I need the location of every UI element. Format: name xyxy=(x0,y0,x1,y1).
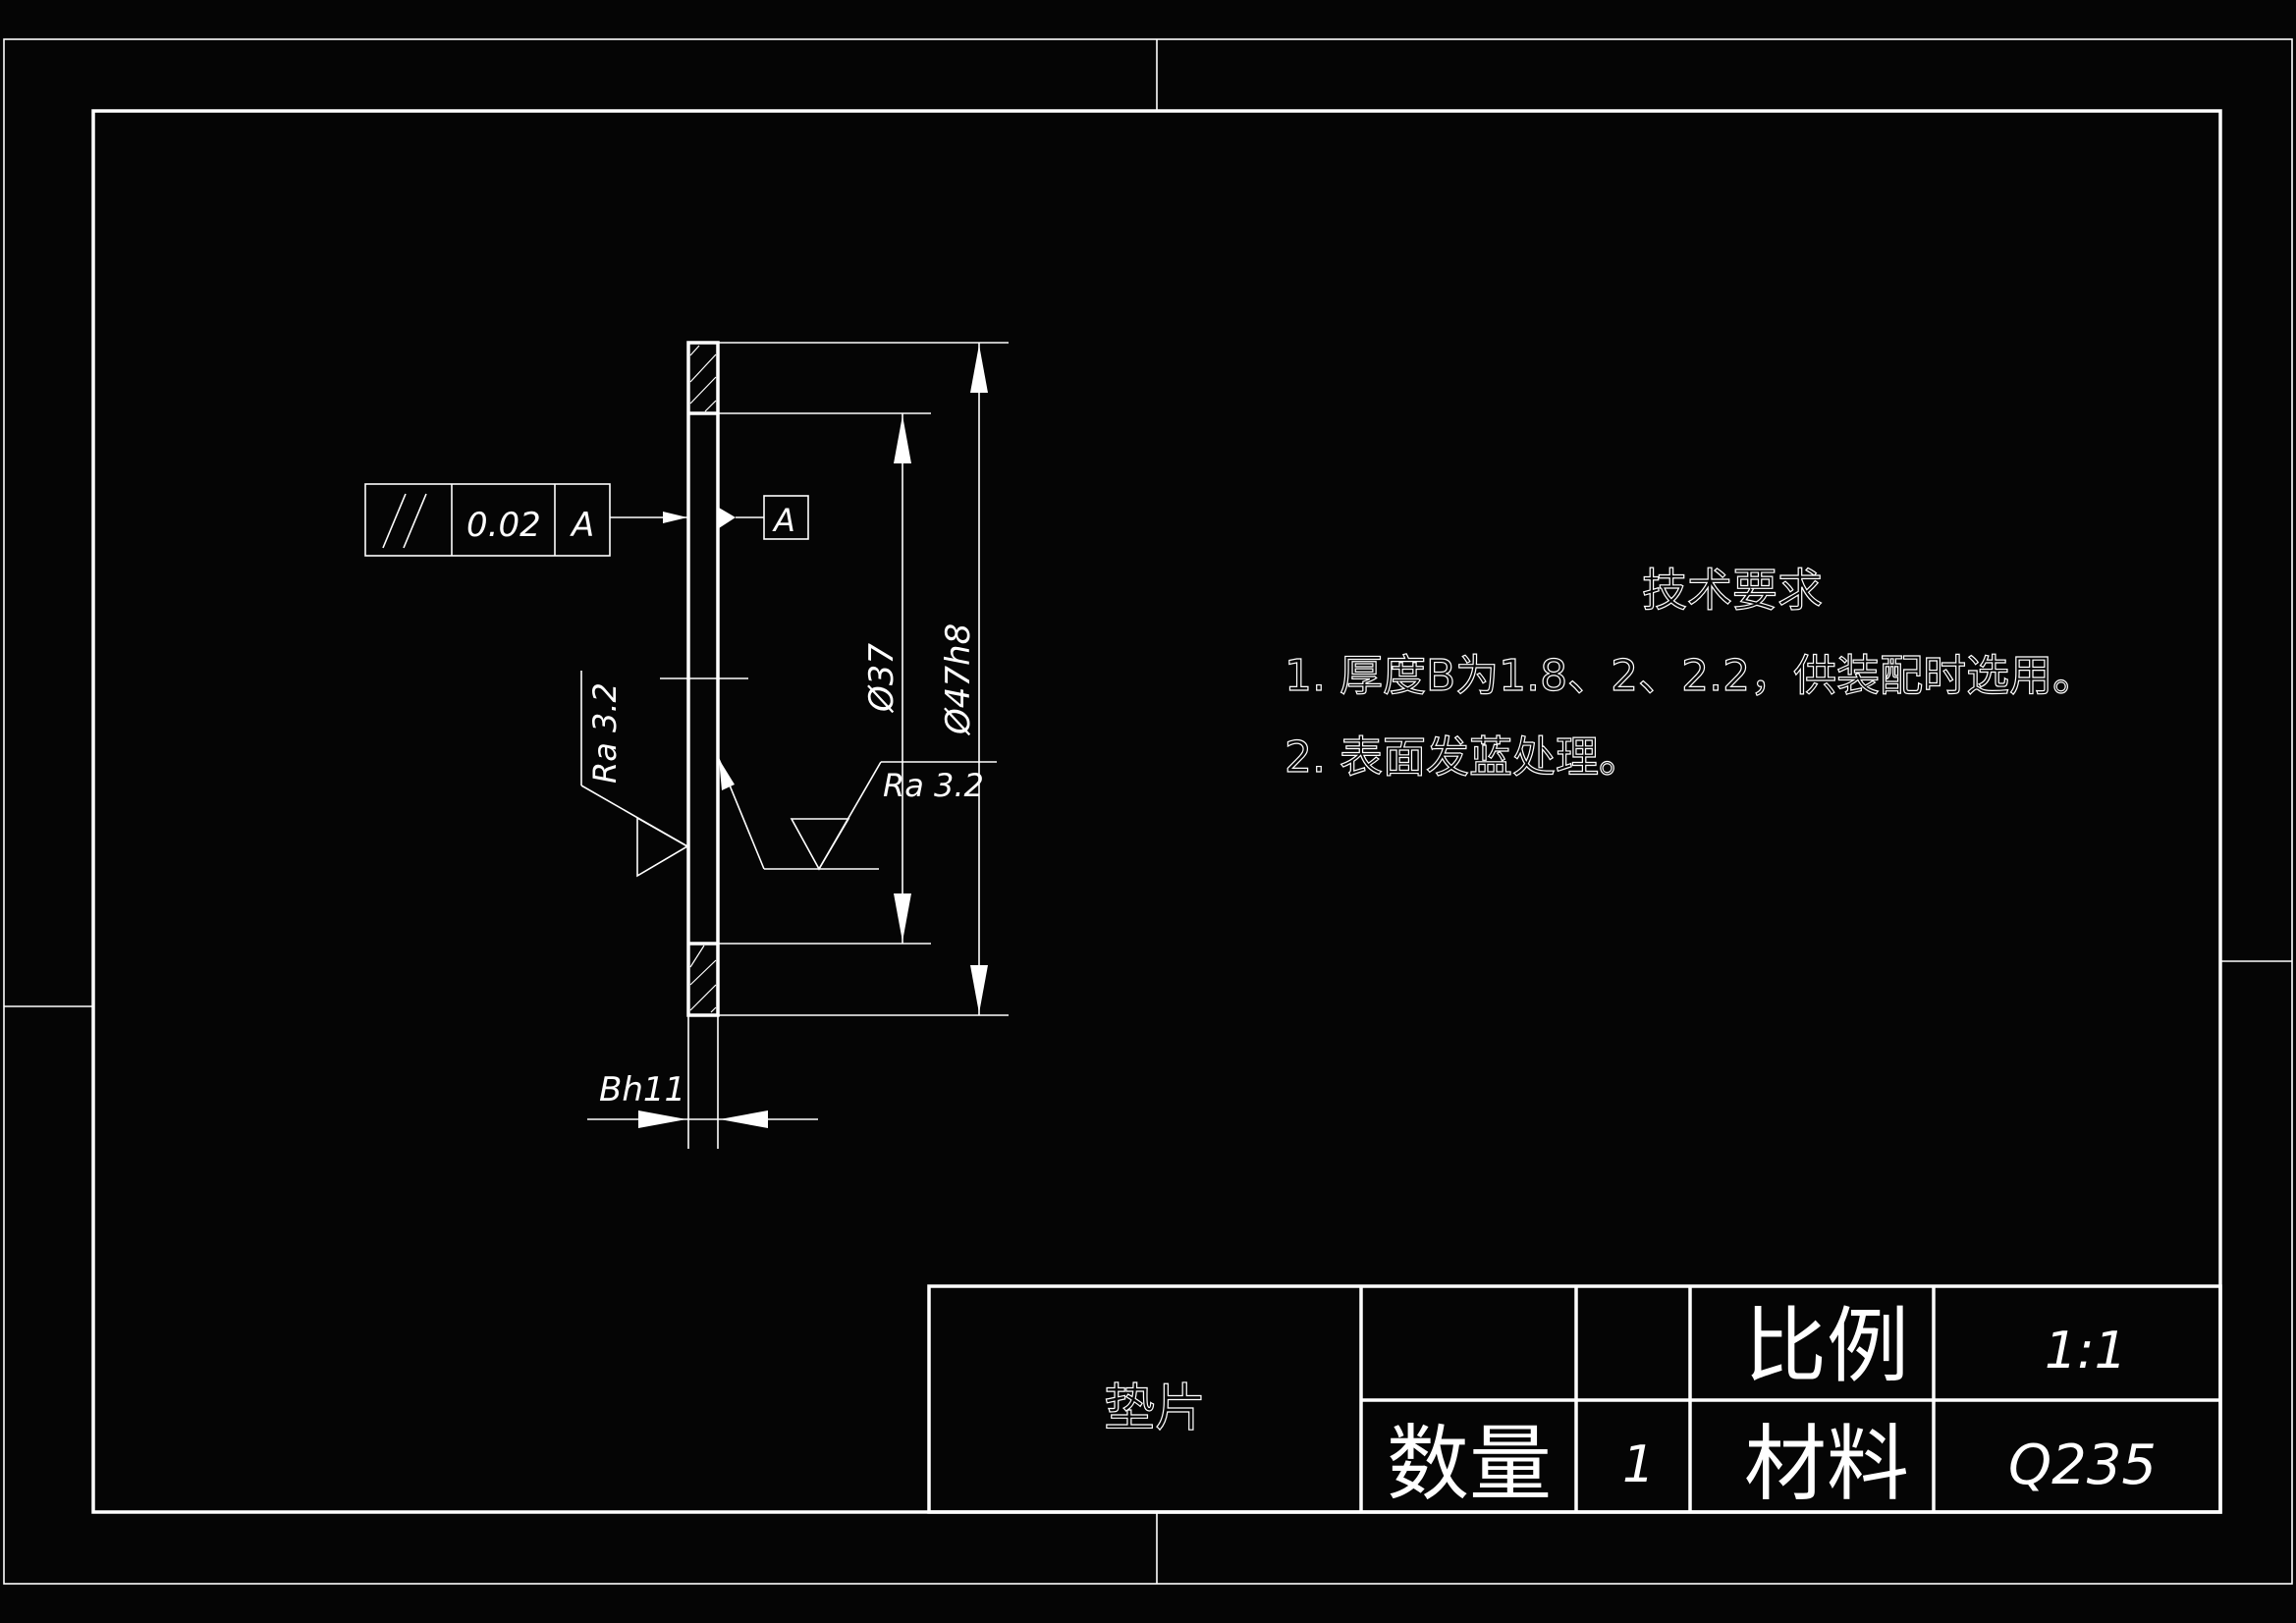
svg-text:Ra 3.2: Ra 3.2 xyxy=(883,767,984,804)
note-item: 2. 表面发蓝处理。 xyxy=(1285,732,1642,783)
dim-thickness: Bh11 xyxy=(599,1070,685,1109)
gdt-feature-control-frame: 0.02 A xyxy=(364,483,687,557)
dim-inner-diameter: Ø37 xyxy=(862,643,902,714)
gdt-tolerance: 0.02 xyxy=(466,506,541,545)
gasket-section-view xyxy=(660,341,748,1017)
note-item: 1. 厚度B为1.8、2、2.2，供装配时选用。 xyxy=(1285,651,2096,701)
arrow-down-icon xyxy=(894,893,911,942)
arrow-left-icon xyxy=(720,1110,768,1128)
arrow-up-icon xyxy=(719,759,735,790)
technical-requirements: 技术要求 1. 厚度B为1.8、2、2.2，供装配时选用。 2. 表面发蓝处理。 xyxy=(1284,563,2096,783)
datum-triangle-icon xyxy=(719,508,736,528)
section-hatch-top xyxy=(689,345,717,412)
thickness-dimension: Bh11 xyxy=(587,1015,818,1149)
part-name: 垫片 xyxy=(1104,1380,1206,1438)
material-label: 材料 xyxy=(1744,1416,1909,1512)
material-value: Q235 xyxy=(2008,1434,2157,1497)
surface-roughness-left: Ra 3.2 xyxy=(580,671,689,878)
datum-feature-a: A xyxy=(719,495,809,540)
parallelism-icon xyxy=(382,493,427,549)
dim-outer-diameter: Ø47h8 xyxy=(939,623,978,736)
arrow-down-icon xyxy=(970,965,988,1013)
svg-text:Ra 3.2: Ra 3.2 xyxy=(586,682,624,784)
scale-value: 1:1 xyxy=(2045,1322,2127,1380)
arrow-up-icon xyxy=(894,415,911,463)
notes-title: 技术要求 xyxy=(1642,564,1823,617)
roughness-triangle-icon xyxy=(636,816,689,878)
sheet-border xyxy=(3,38,2293,1585)
quantity-value: 1 xyxy=(1622,1435,1655,1494)
diameter-dimensions: Ø37 Ø47h8 xyxy=(718,342,1009,1016)
title-block: 垫片 比例 1:1 数量 1 材料 Q235 xyxy=(927,1284,2222,1514)
roughness-triangle-icon xyxy=(790,818,850,871)
arrow-right-icon xyxy=(638,1110,686,1128)
datum-label: A xyxy=(772,502,795,539)
surface-roughness-right: Ra 3.2 xyxy=(718,758,997,871)
scale-label: 比例 xyxy=(1744,1298,1909,1394)
gdt-datum-ref: A xyxy=(570,506,594,545)
section-hatch-bottom xyxy=(689,945,717,1013)
quantity-label: 数量 xyxy=(1387,1416,1552,1512)
arrow-right-icon xyxy=(663,512,687,523)
arrow-up-icon xyxy=(970,345,988,393)
